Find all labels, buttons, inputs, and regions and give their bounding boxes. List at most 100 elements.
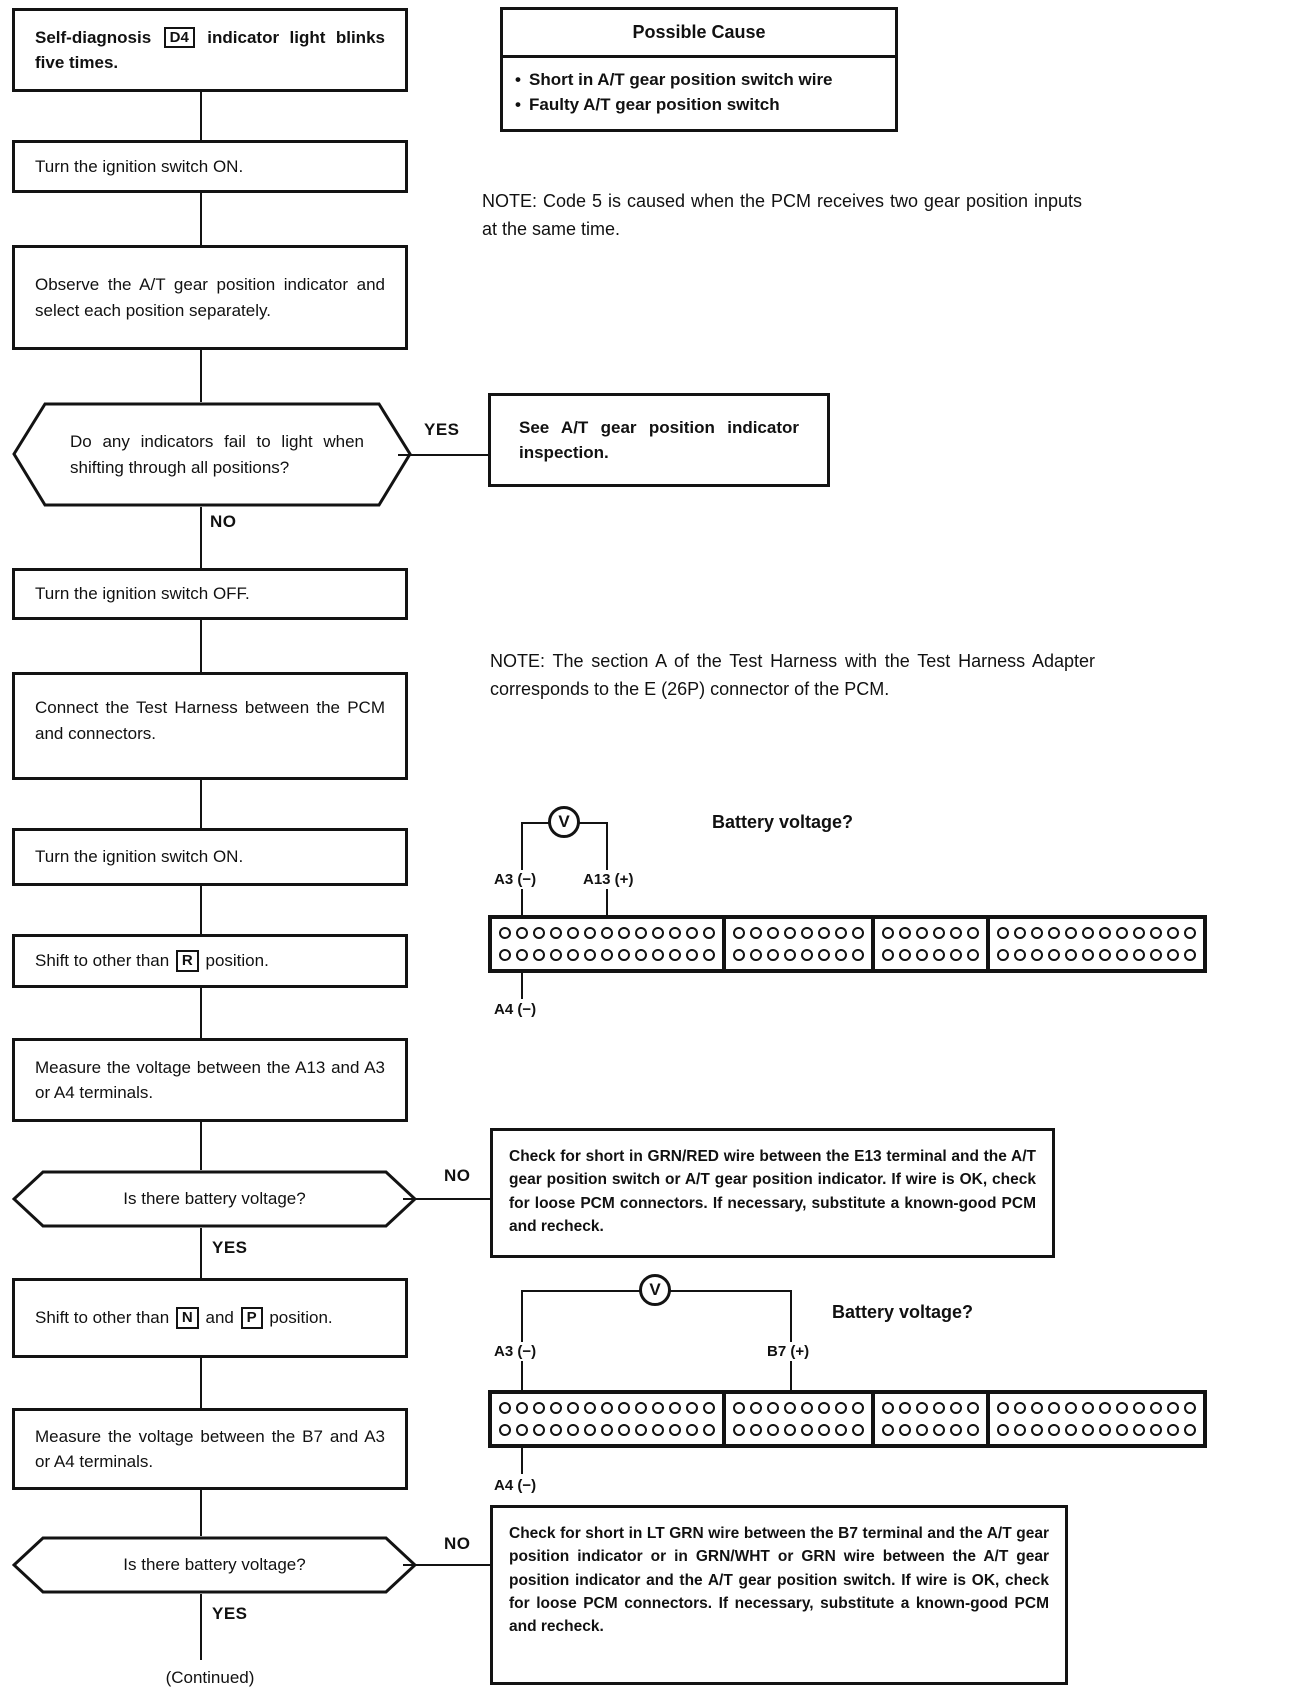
flow-line xyxy=(200,988,202,1038)
connector-pin xyxy=(967,1424,979,1436)
connector-pin xyxy=(1167,949,1179,961)
decision-text: Is there battery voltage? xyxy=(123,1555,306,1575)
connector-pin xyxy=(882,927,894,939)
connector-pin xyxy=(584,927,596,939)
connector-pin xyxy=(933,1402,945,1414)
step-ignition-on-1: Turn the ignition switch ON. xyxy=(12,140,408,193)
no-line xyxy=(403,1198,490,1200)
connector-pin xyxy=(669,927,681,939)
connector-pin xyxy=(899,1424,911,1436)
connector-pin-row xyxy=(733,927,864,939)
flow-line xyxy=(200,1490,202,1536)
connector-pin-row xyxy=(882,927,979,939)
connector-pin xyxy=(1150,927,1162,939)
connector-pin xyxy=(1150,1424,1162,1436)
terminal-label-a4: A4 (−) xyxy=(491,1000,540,1019)
connector-pin xyxy=(1099,1402,1111,1414)
connector-pin xyxy=(1099,927,1111,939)
connector-pin xyxy=(916,1424,928,1436)
connector-pin xyxy=(601,1402,613,1414)
terminal-label-a4: A4 (−) xyxy=(491,1476,540,1495)
connector-pin xyxy=(652,949,664,961)
connector-pin xyxy=(967,1402,979,1414)
connector-pin xyxy=(1133,949,1145,961)
connector-pin xyxy=(750,1402,762,1414)
connector-pin xyxy=(1116,949,1128,961)
connector-pin xyxy=(852,927,864,939)
connector-pin xyxy=(916,949,928,961)
pcm-connector-diagram-1 xyxy=(488,915,1207,973)
connector-pin xyxy=(784,1424,796,1436)
connector-pin xyxy=(950,927,962,939)
connector-pin xyxy=(686,1402,698,1414)
connector-pin xyxy=(899,927,911,939)
connector-section xyxy=(875,919,990,969)
connector-section xyxy=(726,1394,875,1444)
step-text: Turn the ignition switch ON. xyxy=(35,847,244,867)
connector-pin xyxy=(750,927,762,939)
connector-pin xyxy=(967,949,979,961)
connector-section xyxy=(875,1394,990,1444)
connector-pin xyxy=(1065,1424,1077,1436)
connector-pin xyxy=(801,949,813,961)
connector-pin xyxy=(835,949,847,961)
connector-pin xyxy=(703,927,715,939)
connector-pin xyxy=(767,927,779,939)
connector-pin xyxy=(1031,949,1043,961)
step-shift-other-than-r: Shift to other than R position. xyxy=(12,934,408,988)
connector-pin xyxy=(652,927,664,939)
connector-pin xyxy=(1065,927,1077,939)
flow-line xyxy=(200,1228,202,1278)
connector-pin-row xyxy=(733,1424,864,1436)
connector-pin xyxy=(997,1402,1009,1414)
connector-pin xyxy=(1116,927,1128,939)
connector-pin xyxy=(733,1424,745,1436)
connector-pin xyxy=(703,1424,715,1436)
connector-pin xyxy=(1065,949,1077,961)
connector-pin xyxy=(516,949,528,961)
connector-pin xyxy=(686,927,698,939)
terminal-label-a3: A3 (−) xyxy=(491,1342,540,1361)
step-text: Shift to other than N and P position. xyxy=(35,1307,333,1329)
step-observe: Observe the A/T gear position indicator … xyxy=(12,245,408,350)
connector-pin xyxy=(882,1402,894,1414)
flow-line xyxy=(200,1594,202,1660)
connector-pin xyxy=(733,1402,745,1414)
connector-pin xyxy=(567,927,579,939)
connector-pin xyxy=(852,949,864,961)
possible-cause-body: Short in A/T gear position switch wire F… xyxy=(503,58,895,129)
meter2-a4-wire xyxy=(521,1448,523,1474)
connector-pin xyxy=(601,1424,613,1436)
voltmeter-icon: V xyxy=(639,1274,671,1306)
connector-pin-row xyxy=(499,949,715,961)
connector-pin xyxy=(1099,949,1111,961)
connector-pin xyxy=(818,1402,830,1414)
connector-pin xyxy=(533,949,545,961)
connector-pin xyxy=(669,1424,681,1436)
connector-pin xyxy=(835,1402,847,1414)
connector-pin xyxy=(899,949,911,961)
connector-pin xyxy=(550,949,562,961)
connector-pin xyxy=(784,927,796,939)
connector-pin xyxy=(750,1424,762,1436)
connector-pin xyxy=(1150,949,1162,961)
connector-pin xyxy=(1031,1402,1043,1414)
connector-pin xyxy=(1184,1402,1196,1414)
connector-pin-row xyxy=(499,1424,715,1436)
connector-pin xyxy=(950,949,962,961)
connector-pin xyxy=(1167,1424,1179,1436)
connector-pin xyxy=(1048,1424,1060,1436)
connector-pin xyxy=(1082,949,1094,961)
connector-pin xyxy=(1184,1424,1196,1436)
connector-pin xyxy=(1082,1402,1094,1414)
connector-pin xyxy=(916,1402,928,1414)
connector-pin xyxy=(750,949,762,961)
connector-pin xyxy=(967,927,979,939)
connector-pin xyxy=(733,949,745,961)
connector-pin xyxy=(899,1402,911,1414)
connector-pin-row xyxy=(882,1424,979,1436)
connector-pin xyxy=(686,1424,698,1436)
connector-pin xyxy=(852,1424,864,1436)
pcm-connector-diagram-2 xyxy=(488,1390,1207,1448)
connector-pin xyxy=(950,1402,962,1414)
